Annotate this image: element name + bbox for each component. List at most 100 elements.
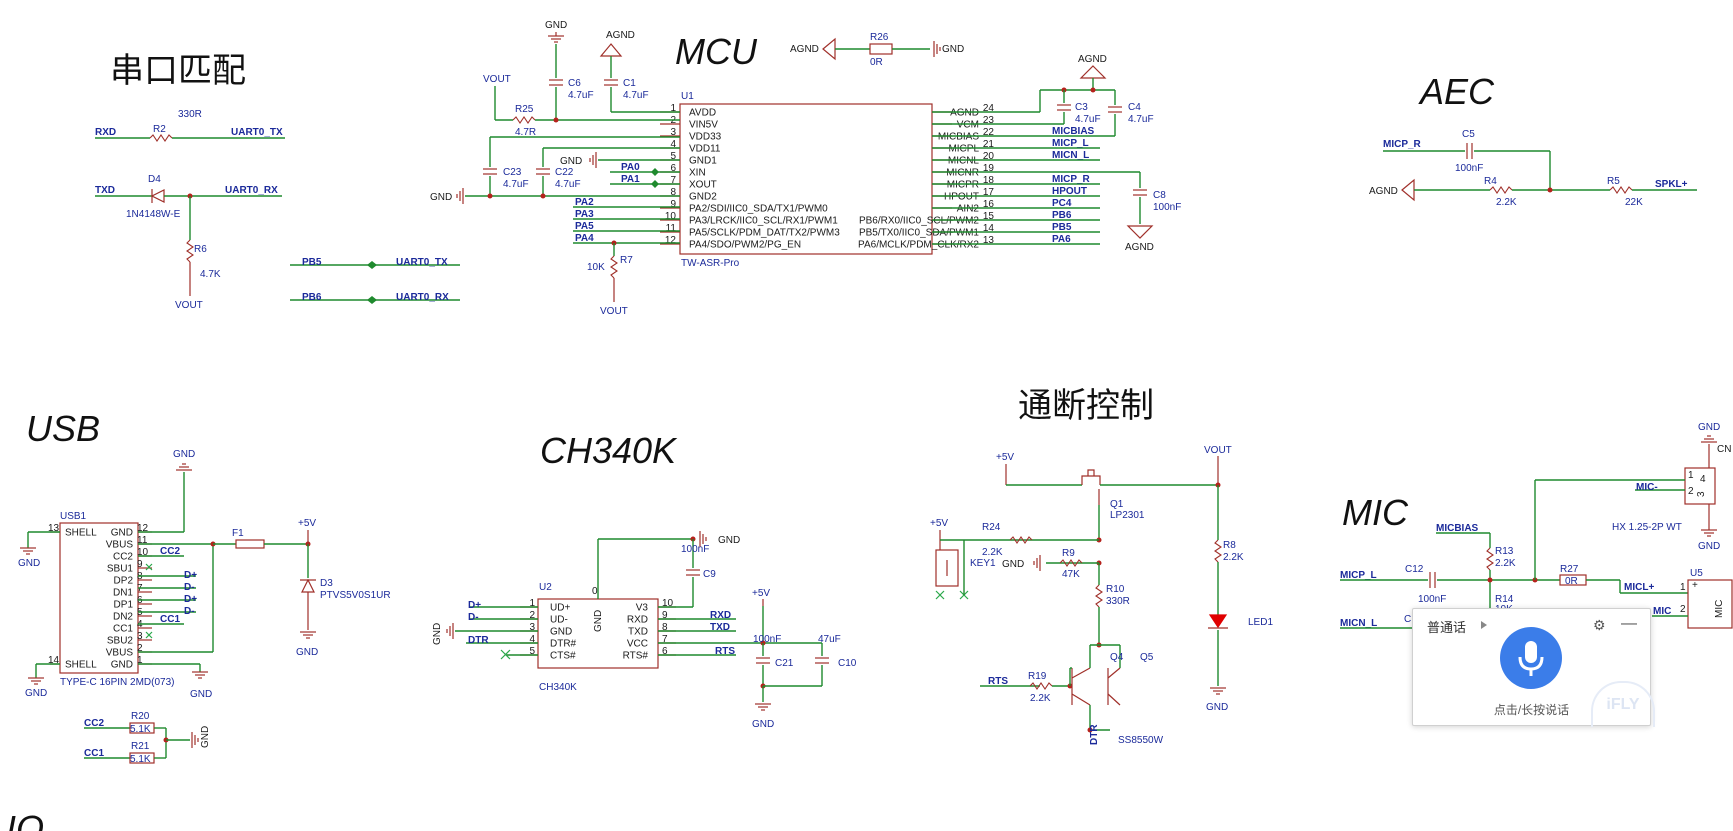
- u1-right-pin-name: PA6/MCLK/PDM_CLK/RX2: [858, 240, 979, 251]
- minimize-icon[interactable]: —: [1621, 615, 1637, 632]
- u2-right-pin-name: TXD: [628, 627, 648, 638]
- r20-ref: R20: [131, 711, 150, 722]
- u1-right-pin-num: 23: [983, 115, 995, 126]
- usb-left-b-pin-name: SHELL: [65, 660, 97, 671]
- gnd-label-usb-1: GND: [190, 689, 212, 700]
- net-pb5: PB5: [302, 257, 322, 268]
- u1-right-pin-name: AIN2: [957, 204, 980, 215]
- net-mic-minus-cn: MIC-: [1636, 482, 1658, 493]
- c23-ref: C23: [503, 167, 522, 178]
- u2-right-pin-num: 9: [662, 610, 668, 621]
- r25-value: 4.7R: [515, 127, 536, 138]
- u1-right-pin-num: 16: [983, 199, 995, 210]
- d4-ref: D4: [148, 174, 161, 185]
- u1-ref: U1: [681, 91, 694, 102]
- c3-ref: C3: [1075, 102, 1088, 113]
- usb-right-pin-name: CC1: [113, 624, 133, 635]
- serial-section: RXD UART0_TX 330R R2 TXD UART0_RX D4 1N4…: [95, 109, 460, 311]
- r9-value: 47K: [1062, 569, 1080, 580]
- u2-right-pin-num: 10: [662, 598, 674, 609]
- u1-left-pin-num: 10: [665, 211, 677, 222]
- r13-ref: R13: [1495, 546, 1514, 557]
- usb1-ref: USB1: [60, 511, 87, 522]
- p5v-label-ch340: +5V: [752, 588, 770, 599]
- r7-value: 10K: [587, 262, 605, 273]
- r21-value: 5.1K: [130, 754, 151, 765]
- net-pa6-mcu: PA6: [1052, 234, 1071, 245]
- net-pb5-mcu: PB5: [1052, 222, 1072, 233]
- gnd-label-ch340: GND: [432, 623, 443, 645]
- net-dp-usb-2: D+: [184, 594, 197, 605]
- cn-pin-4: 4: [1700, 474, 1706, 485]
- u1-right-pin-num: 20: [983, 151, 995, 162]
- title-power: 通断控制: [1018, 387, 1154, 425]
- usb-right-pin-num: 3: [137, 631, 143, 642]
- u1-left-pin-name: VDD11: [689, 144, 721, 155]
- r27-value: 0R: [1565, 576, 1578, 587]
- gnd-label-c21: GND: [752, 719, 774, 730]
- u2-top-pin-num: 0: [592, 586, 598, 597]
- c5-ref: C5: [1462, 129, 1475, 140]
- c4-ref: C4: [1128, 102, 1141, 113]
- usb-right-pin-num: 2: [137, 643, 143, 654]
- c10-value: 47uF: [818, 634, 841, 645]
- cn-label: CN: [1717, 444, 1731, 455]
- c6-ref: C6: [568, 78, 581, 89]
- r10-value: 330R: [1106, 596, 1130, 607]
- gnd-label-cn-bot: GND: [1698, 541, 1720, 552]
- u1-right-pin-name: MICBIAS: [938, 132, 979, 143]
- u2-left-pin-num: 5: [529, 646, 535, 657]
- title-aec: AEC: [1418, 71, 1495, 112]
- u1-left-pin-num: 1: [670, 103, 676, 114]
- usb-left-pin-num: 13: [48, 523, 60, 534]
- c22-ref: C22: [555, 167, 574, 178]
- u1-left-pin-name: PA3/LRCK/IIC0_SCL/RX1/PWM1: [689, 216, 838, 227]
- cn-pin-1: 1: [1688, 470, 1694, 481]
- ifly-watermark: iFLY: [1591, 681, 1655, 727]
- r5-ref: R5: [1607, 176, 1620, 187]
- voice-mode-label[interactable]: 普通话: [1427, 620, 1467, 635]
- u1-left-pin-name: VIN5V: [689, 120, 718, 131]
- u5-ref: U5: [1690, 568, 1703, 579]
- net-cc2-r20: CC2: [84, 718, 104, 729]
- u1-right-pin-num: 24: [983, 103, 995, 114]
- q4-ref: Q4: [1110, 652, 1124, 663]
- gnd-label-c9: GND: [718, 535, 740, 546]
- gear-icon[interactable]: ⚙: [1593, 617, 1606, 633]
- u1-right-pin-num: 21: [983, 139, 995, 150]
- usb-right-pin-name: VBUS: [106, 648, 134, 659]
- u1-body: [679, 103, 933, 255]
- net-uart0-rx-2: UART0_RX: [396, 292, 449, 303]
- u2-top-pin-name: GND: [593, 610, 604, 632]
- u2-ref: U2: [539, 582, 552, 593]
- u1-left-pin-num: 4: [670, 139, 676, 150]
- gnd-label-d3: GND: [296, 647, 318, 658]
- gnd-label-usb-14: GND: [25, 688, 47, 699]
- net-micp-r-aec: MICP_R: [1383, 139, 1422, 150]
- p5v-label-usb: +5V: [298, 518, 316, 529]
- voice-input-panel: 普通话 ⚙ — 点击/长按说话 iFLY: [1412, 608, 1655, 727]
- mode-dropdown-icon[interactable]: [1481, 621, 1487, 629]
- q1-ref: Q1: [1110, 499, 1124, 510]
- c5-value: 100nF: [1455, 163, 1483, 174]
- u2-left-pin-name: UD+: [550, 603, 570, 614]
- net-pa1: PA1: [621, 174, 640, 185]
- u2-left-pin-num: 1: [529, 598, 535, 609]
- p5v-label-key1: +5V: [930, 518, 948, 529]
- u1-left-pin-num: 6: [670, 163, 676, 174]
- u1-right-pin-num: 17: [983, 187, 995, 198]
- d3-part: PTVS5V0S1UR: [320, 590, 391, 601]
- title-mic: MIC: [1342, 492, 1409, 533]
- title-ch340: CH340K: [540, 430, 678, 471]
- r2-ref: R2: [153, 124, 166, 135]
- q5-ref: Q5: [1140, 652, 1154, 663]
- u1-right-pin-num: 22: [983, 127, 995, 138]
- net-micn-l-mic: MICN_L: [1340, 618, 1377, 629]
- u1-left-pin-name: PA4/SDO/PWM2/PG_EN: [689, 240, 801, 251]
- u1-right-pin-name: MICPL: [948, 144, 979, 155]
- usb-right-pin-name: DN2: [113, 612, 133, 623]
- u2-right-pin-num: 7: [662, 634, 668, 645]
- microphone-icon[interactable]: [1500, 627, 1562, 689]
